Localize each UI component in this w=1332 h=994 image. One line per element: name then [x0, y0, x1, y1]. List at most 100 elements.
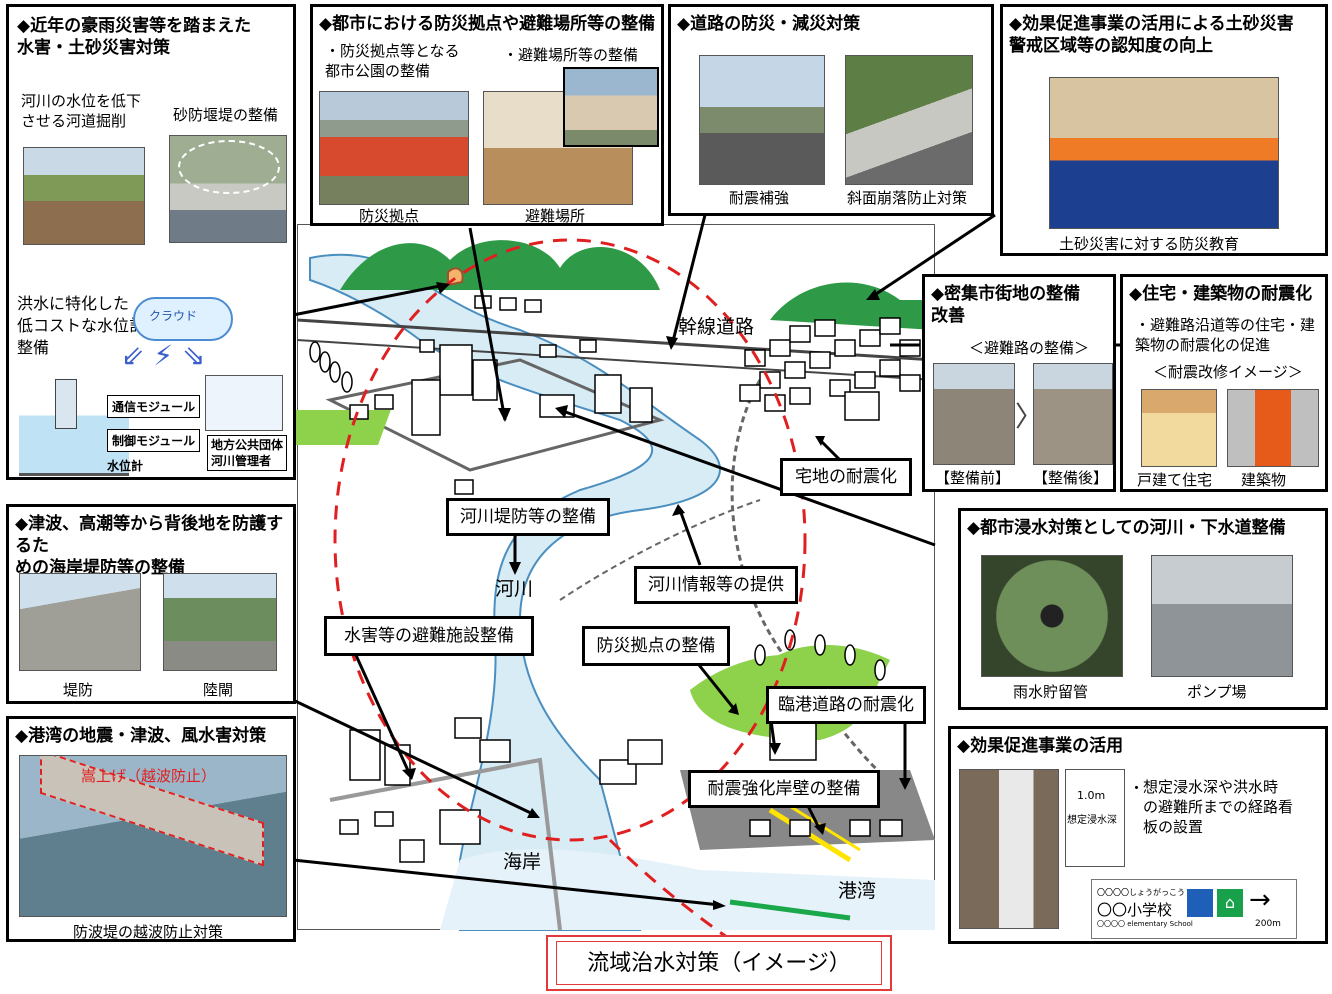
- panel-building-seismic: ◆住宅・建築物の耐震化 ・避難路沿道等の住宅・建 築物の耐震化の促進 ＜耐震改修…: [1120, 274, 1328, 492]
- depth-sign-title: 想定浸水深: [1067, 815, 1117, 826]
- caption-storage-pipe: 雨水貯留管: [1013, 683, 1089, 701]
- callout-quay: 耐震強化岸壁の整備: [688, 770, 880, 808]
- house-retrofit-image: [1141, 389, 1217, 467]
- map-label-trunk-road: 幹線道路: [678, 316, 755, 338]
- trunk-road: [296, 339, 936, 381]
- ctrl-module-label: 制御モジュール: [107, 429, 201, 452]
- arrow-right-icon: →: [1249, 885, 1271, 915]
- pointer-arrows: [292, 213, 1120, 907]
- data-screens: [205, 375, 283, 431]
- storage-pipe-photo: [981, 555, 1123, 677]
- breakwater-line: [729, 899, 851, 921]
- caption-disaster-base: 防災拠点: [359, 207, 420, 225]
- hill: [340, 240, 660, 290]
- caption-education: 土砂災害に対する防災教育: [1059, 235, 1240, 253]
- road: [329, 757, 562, 931]
- evac-building-photo: [563, 67, 659, 147]
- comm-module-label: 通信モジュール: [107, 395, 201, 418]
- exit-icon: ⌂: [1217, 889, 1243, 917]
- caption-building: 建築物: [1241, 471, 1287, 489]
- education-photo: [1049, 77, 1279, 229]
- caption-slope-prevention: 斜面崩落防止対策: [847, 189, 968, 207]
- panel-rain-disaster: ◆近年の豪雨災害等を踏まえた 水害・土砂災害対策 河川の水位を低下 させる河道掘…: [6, 4, 296, 480]
- map-label-coast: 海岸: [503, 851, 542, 873]
- panel-urban-flood: ◆都市浸水対策としての河川・下水道整備 雨水貯留管 ポンプ場: [958, 508, 1328, 710]
- trees: [309, 341, 886, 681]
- footer-title-box: 流域治水対策（イメージ）: [546, 935, 892, 991]
- panel-title: ◆密集市街地の整備 改善: [931, 284, 1081, 326]
- panel-dense-urban: ◆密集市街地の整備 改善 ＜避難路の整備＞ 〉 【整備前】 【整備後】: [922, 274, 1116, 492]
- quake-subtitle: ＜耐震改修イメージ＞: [1153, 363, 1303, 381]
- caption-seismic-reinforcement: 耐震補強: [729, 189, 790, 207]
- panel-title: ◆効果促進事業の活用: [957, 736, 1124, 756]
- pump-station-photo: [1151, 555, 1293, 677]
- panel-title: ◆都市浸水対策としての河川・下水道整備: [967, 518, 1286, 538]
- caption-levee: 堤防: [63, 681, 94, 699]
- signal-arrows: ⇙ ⚡ ⇘: [121, 339, 206, 372]
- breakwater-overlay-text: 嵩上げ（越波防止）: [81, 767, 217, 785]
- panel-title: ◆住宅・建築物の耐震化: [1129, 284, 1313, 304]
- panel-title: ◆津波、高潮等から背後地を防護するた めの海岸堤防等の整備: [15, 514, 284, 578]
- evac-label: ・避難場所等の整備: [503, 46, 639, 64]
- sabo-photo: [169, 135, 287, 243]
- levee-photo: [19, 573, 141, 671]
- caption-evac-site: 避難場所: [525, 207, 586, 225]
- route-sign-distance: 200m: [1255, 919, 1281, 929]
- depth-sign-value: 1.0m: [1077, 789, 1106, 802]
- depth-sign: [1065, 769, 1125, 867]
- dredge-photo: [23, 147, 145, 245]
- callout-house-seismic: 宅地の耐震化: [780, 458, 912, 496]
- seismic-bridge-photo: [699, 55, 825, 185]
- signboard-photo: [959, 769, 1059, 929]
- caption-pump-station: ポンプ場: [1187, 683, 1247, 701]
- caption-land-gate: 陸閘: [203, 681, 234, 699]
- breakwater-photo: [19, 755, 287, 917]
- water-icon: [1187, 889, 1213, 917]
- park-label: ・防災拠点等となる 都市公園の整備: [325, 42, 460, 80]
- route-sign-kana: 〇〇〇〇しょうがっこう: [1097, 888, 1185, 897]
- gauge-device: [55, 379, 77, 429]
- panel-title: ◆近年の豪雨災害等を踏まえた 水害・土砂災害対策: [17, 16, 252, 58]
- panel-promotion-project: ◆効果促進事業の活用 1.0m 想定浸水深 ・ 想定浸水深や洪水時 の避難所まで…: [948, 726, 1328, 944]
- road: [559, 499, 761, 601]
- road: [730, 379, 901, 792]
- caption-after: 【整備後】: [1033, 469, 1109, 487]
- panel-title: ◆道路の防災・減災対策: [677, 14, 861, 34]
- panel-landslide-awareness: ◆効果促進事業の活用による土砂災害 警戒区域等の認知度の向上 土砂災害に対する防…: [1000, 4, 1328, 256]
- building-retrofit-image: [1227, 389, 1319, 467]
- gauge-label: 洪水に特化した 低コストな水位計 整備: [17, 294, 146, 357]
- gov-label: 地方公共団体 河川管理者: [207, 435, 288, 471]
- panel-urban-bases: ◆都市における防災拠点や避難場所等の整備 ・防災拠点等となる 都市公園の整備 ・…: [310, 4, 664, 226]
- callout-river-info: 河川情報等の提供: [634, 566, 798, 604]
- caption-before: 【整備前】: [935, 469, 1011, 487]
- footer-title: 流域治水対策（イメージ）: [556, 941, 882, 985]
- dredge-label: 河川の水位を低下 させる河道掘削: [21, 92, 142, 130]
- land-gate-photo: [163, 573, 277, 671]
- quake-text: ・避難路沿道等の住宅・建 築物の耐震化の促進: [1135, 316, 1316, 354]
- panel-road-disaster: ◆道路の防災・減災対策 耐震補強 斜面崩落防止対策: [668, 4, 994, 216]
- before-photo: [933, 363, 1015, 465]
- panel-title: ◆港湾の地震・津波、風水害対策: [15, 726, 267, 746]
- panel-port-measures: ◆港湾の地震・津波、風水害対策 嵩上げ（越波防止） 防波堤の越波防止対策: [6, 716, 296, 942]
- dense-subtitle: ＜避難路の整備＞: [969, 339, 1090, 357]
- callout-base: 防災拠点の整備: [582, 626, 730, 666]
- panel-title: ◆効果促進事業の活用による土砂災害 警戒区域等の認知度の向上: [1009, 14, 1294, 56]
- caption-breakwater: 防波堤の越波防止対策: [73, 923, 224, 941]
- map-label-harbor: 港湾: [838, 880, 877, 902]
- route-sign-school: 〇〇小学校: [1097, 901, 1173, 919]
- hill: [770, 282, 935, 330]
- dense-buildings: [739, 317, 921, 421]
- callout-port-road: 臨港道路の耐震化: [766, 686, 926, 724]
- callout-levee: 河川堤防等の整備: [446, 498, 610, 536]
- panel-coastal-levee: ◆津波、高潮等から背後地を防護するた めの海岸堤防等の整備 堤防 陸閘: [6, 504, 296, 704]
- meter-label: 水位計: [107, 459, 144, 473]
- cloud-label: クラウド: [149, 309, 198, 323]
- promo-text: 想定浸水深や洪水時 の避難所までの経路看 板の設置: [1143, 778, 1294, 836]
- arrow-heads: [402, 282, 911, 910]
- sea: [440, 849, 935, 930]
- slope-photo: [845, 55, 973, 185]
- route-sign-school-en: 〇〇〇〇 elementary School: [1097, 920, 1193, 928]
- after-photo: [1033, 363, 1113, 465]
- disaster-base-photo: [319, 91, 469, 205]
